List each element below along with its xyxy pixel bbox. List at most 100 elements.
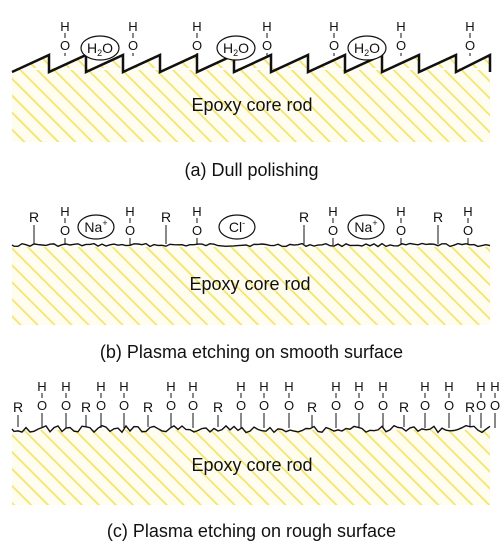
panel-c-hydrogen-label: H: [37, 379, 46, 394]
panel-c-hydrogen-label: H: [476, 379, 485, 394]
panel-c-oxygen-label: O: [188, 398, 198, 413]
panel-c-r-group-label: R: [307, 399, 317, 415]
rod-labels-layer: Epoxy core rod Epoxy core rod Epoxy core…: [189, 95, 312, 475]
panel-a-hydrogen-label: H: [60, 19, 69, 34]
panel-a-oxygen-label: O: [262, 38, 272, 53]
panel-b-oxygen-label: O: [396, 223, 406, 238]
panel-b-ion-label: Na+: [84, 218, 107, 235]
caption-c: (c) Plasma etching on rough surface: [106, 521, 397, 541]
surface-a: [11, 52, 492, 75]
panel-a-hydrogen-label: H: [396, 19, 405, 34]
panel-b-oxygen-label: O: [463, 223, 473, 238]
panel-b-hydrogen-label: H: [463, 204, 472, 219]
panel-c-hydrogen-label: H: [444, 379, 453, 394]
panel-c-hydrogen-label: H: [259, 379, 268, 394]
panel-b-r-group-label: R: [29, 209, 39, 225]
rod-body-a: [12, 70, 490, 142]
panel-c-hydrogen-label: H: [354, 379, 363, 394]
panel-a-water-label: H2O: [223, 40, 249, 58]
panel-c-r-group-label: R: [213, 399, 223, 415]
panel-b-ion-label: Na+: [354, 218, 377, 235]
panel-a-oxygen-label: O: [60, 38, 70, 53]
rod-top-a: [12, 55, 490, 72]
panel-b-hydrogen-label: H: [60, 204, 69, 219]
rod-body-c: [12, 430, 490, 505]
panel-a-water-label: H2O: [354, 40, 380, 58]
panel-b-r-group-label: R: [433, 209, 443, 225]
panel-c-hydrogen-label: H: [236, 379, 245, 394]
panel-c-oxygen-label: O: [96, 398, 106, 413]
panel-b-hydrogen-label: H: [396, 204, 405, 219]
panel-c-hydrogen-label: H: [420, 379, 429, 394]
panel-a-water-molecule: [80, 35, 120, 61]
panel-c-oxygen-label: O: [476, 398, 486, 413]
panel-c-oxygen-label: O: [284, 398, 294, 413]
panel-a-hydrogen-label: H: [329, 19, 338, 34]
panel-a-oxygen-label: O: [192, 38, 202, 53]
panel-c-hydrogen-label: H: [188, 379, 197, 394]
panel-c-r-group-label: R: [465, 399, 475, 415]
panel-a-hydrogen-label: H: [465, 19, 474, 34]
panel-b-oxygen-label: O: [328, 223, 338, 238]
panel-c-hydrogen-label: H: [490, 379, 499, 394]
surface-c: [11, 424, 491, 434]
panel-c-r-group-label: R: [81, 399, 91, 415]
panel-b-ion: [347, 214, 385, 240]
panel-c-hydrogen-label: H: [119, 379, 128, 394]
panel-a-oxygen-label: O: [465, 38, 475, 53]
panel-a-oxygen-label: O: [128, 38, 138, 53]
panel-c-oxygen-label: O: [420, 398, 430, 413]
surfaces-layer: [11, 52, 492, 434]
panel-b-r-group-label: R: [299, 209, 309, 225]
panel-a-oxygen-label: O: [329, 38, 339, 53]
panel-c-oxygen-label: O: [331, 398, 341, 413]
panel-c-oxygen-label: O: [37, 398, 47, 413]
panel-b-oxygen-label: O: [125, 223, 135, 238]
panel-a-oxygen-label: O: [396, 38, 406, 53]
panel-b-ion: [218, 214, 256, 240]
panel-c-oxygen-label: O: [119, 398, 129, 413]
rod-label-b: Epoxy core rod: [189, 274, 310, 294]
caption-a: (a) Dull polishing: [184, 160, 319, 180]
panel-a-water-label: H2O: [87, 40, 113, 58]
rod-body-b: [12, 247, 490, 325]
panel-b-hydrogen-label: H: [192, 204, 201, 219]
panel-a-hydrogen-label: H: [128, 19, 137, 34]
panel-c-r-group-label: R: [399, 399, 409, 415]
panel-c-r-group-label: R: [13, 399, 23, 415]
rods-layer: [12, 55, 490, 505]
panel-b-ion: [77, 214, 115, 240]
rod-label-c: Epoxy core rod: [191, 455, 312, 475]
panel-c-hydrogen-label: H: [284, 379, 293, 394]
panel-a-water-molecule: [347, 35, 387, 61]
panel-c-hydrogen-label: H: [378, 379, 387, 394]
panel-b-oxygen-label: O: [60, 223, 70, 238]
panel-c-hydrogen-label: H: [61, 379, 70, 394]
caption-b: (b) Plasma etching on smooth surface: [99, 342, 404, 362]
panel-c-oxygen-label: O: [354, 398, 364, 413]
panel-c-hydrogen-label: H: [331, 379, 340, 394]
panel-c-oxygen-label: O: [259, 398, 269, 413]
panel-a-water-molecule: [216, 35, 256, 61]
panel-b-hydrogen-label: H: [125, 204, 134, 219]
panel-c-oxygen-label: O: [61, 398, 71, 413]
panel-c-oxygen-label: O: [236, 398, 246, 413]
panel-c-oxygen-label: O: [490, 398, 500, 413]
panel-c-r-group-label: R: [143, 399, 153, 415]
rod-label-a: Epoxy core rod: [191, 95, 312, 115]
surface-b: [11, 242, 491, 248]
panel-c-hydrogen-label: H: [166, 379, 175, 394]
panel-c-oxygen-label: O: [166, 398, 176, 413]
panel-c-oxygen-label: O: [444, 398, 454, 413]
panel-c-oxygen-label: O: [378, 398, 388, 413]
panel-c-hydrogen-label: H: [96, 379, 105, 394]
panel-a-hydrogen-label: H: [262, 19, 271, 34]
panel-b-hydrogen-label: H: [328, 204, 337, 219]
panel-b-oxygen-label: O: [192, 223, 202, 238]
panel-b-ion-label: Cl-: [229, 218, 245, 235]
panel-b-r-group-label: R: [161, 209, 171, 225]
panel-a-hydrogen-label: H: [192, 19, 201, 34]
